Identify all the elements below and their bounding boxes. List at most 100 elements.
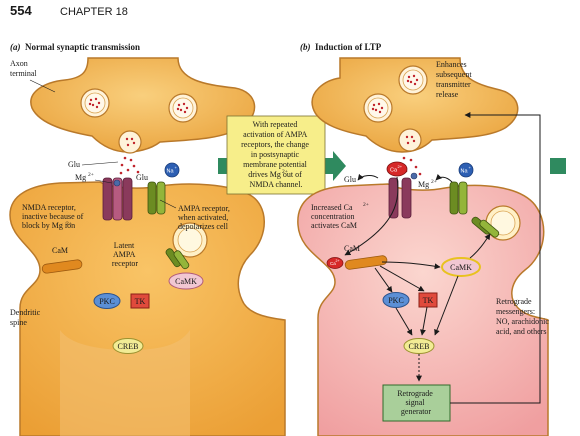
vesicle-a3 — [118, 130, 142, 154]
camk-a — [168, 272, 204, 290]
nmda-description: NMDA receptor, inactive because of block… — [22, 203, 85, 230]
ampa-pointer — [159, 199, 177, 209]
creb-a — [112, 338, 144, 354]
arrow-camk-to-creb — [434, 275, 459, 336]
mg-pointer-a — [94, 179, 113, 184]
ampa-description: AMPA receptor, when activated, depolariz… — [178, 204, 232, 231]
enhances-label: Enhances subsequent transmitter release — [436, 60, 474, 99]
camk-label-b: CaMK — [450, 263, 472, 272]
axon-terminal-b — [311, 57, 519, 153]
panel-a-letter: (a) — [10, 42, 21, 52]
pkc-label-b: PKC — [388, 296, 404, 305]
panel-b-title: Induction of LTP — [315, 42, 382, 52]
nmda-receptor-b — [388, 177, 412, 219]
tk-label-b: TK — [423, 296, 434, 305]
na-ion-label-a: Na — [167, 169, 175, 175]
mg-label-b: Mg — [418, 180, 429, 189]
glu-label-a: Glu — [68, 160, 80, 169]
nmda-mg-charge: 2+ — [66, 221, 72, 227]
pkc-b — [382, 292, 410, 308]
glu-pointer-a — [81, 161, 119, 166]
arrow-tk-to-creb — [419, 306, 428, 336]
transition-arrow-mid — [323, 151, 346, 181]
ca-on-cam: Ca 2+ — [326, 257, 344, 269]
transition-arrow-right — [550, 158, 566, 174]
cam-molecule-b — [344, 255, 388, 270]
arrow-glu-binding-b — [357, 173, 379, 181]
ca-on-cam-charge: 2+ — [336, 259, 340, 263]
callout-mg-charge: 2+ — [282, 169, 288, 175]
callout-text: With repeated activation of AMPA recepto… — [241, 120, 311, 189]
cam-label-b: CaM — [344, 244, 360, 253]
ampa-vesicle-b — [471, 205, 521, 241]
latent-ampa-vesicle — [165, 222, 208, 270]
ampa-receptor-a — [147, 181, 166, 215]
chapter-title: CHAPTER 18 — [60, 6, 128, 18]
arrow-cam-to-tk — [379, 265, 425, 292]
page-number: 554 — [10, 3, 32, 18]
creb-label-a: CREB — [118, 342, 139, 351]
glu-right-label-a: Glu — [136, 173, 148, 182]
camk-b — [441, 257, 481, 277]
mg-charge-b: 2+ — [431, 179, 437, 185]
mg-block-ion — [113, 179, 121, 187]
vesicle-a1 — [80, 88, 110, 118]
retrograde-generator-label: Retrograde signal generator — [397, 389, 435, 416]
glu-label-b: Glu — [344, 175, 356, 184]
vesicle-b1 — [398, 65, 428, 95]
tk-a — [130, 293, 150, 309]
ca-ion-charge-b: 2+ — [398, 164, 403, 169]
pkc-label-a: PKC — [99, 297, 115, 306]
creb-label-b: CREB — [409, 342, 430, 351]
arrow-retrograde-loop — [450, 112, 541, 404]
ca-ion-b: Ca 2+ — [386, 161, 408, 177]
spine-neck-a — [60, 330, 190, 436]
panel-a-title: Normal synaptic transmission — [25, 42, 140, 52]
arrow-glu-to-ampa-b — [435, 174, 453, 183]
tk-b — [418, 292, 438, 308]
arrow-cam-to-camk — [381, 261, 441, 270]
vesicle-a2 — [168, 93, 198, 123]
ca-on-cam-label: Ca — [330, 261, 336, 266]
retrograde-generator-box: Retrograde signal generator — [382, 384, 451, 422]
mg-ion-b — [410, 172, 418, 180]
vesicle-b2 — [363, 93, 393, 123]
mg-label-a: Mg — [75, 173, 86, 182]
creb-b — [403, 338, 435, 354]
increased-ca-charge: 2+ — [363, 202, 369, 208]
ca-ion-label-b: Ca — [390, 168, 398, 174]
vesicle-b3 — [398, 128, 422, 152]
na-ion-charge-b: + — [469, 165, 472, 170]
latent-ampa-label: Latent AMPA receptor — [112, 241, 139, 268]
cam-label-a: CaM — [52, 246, 68, 255]
arrow-ca-to-cam — [344, 176, 399, 256]
ampa-receptor-b — [449, 181, 468, 215]
panel-b: Ca 2+ Na + Ca 2+ — [297, 57, 551, 436]
axon-terminal-a — [30, 57, 256, 153]
arrow-cam-to-pkc — [374, 267, 393, 293]
arrow-pkc-to-creb — [395, 307, 413, 336]
na-ion-charge-a: + — [175, 165, 178, 170]
retrograde-messengers-label: Retrograde messengers: NO, arachidonic a… — [496, 297, 551, 336]
tk-label-a: TK — [135, 297, 146, 306]
arrow-camk-to-ampa — [469, 233, 491, 259]
panel-b-letter: (b) — [300, 42, 311, 52]
mg-charge-a: 2+ — [88, 172, 94, 178]
callout-box: With repeated activation of AMPA recepto… — [226, 115, 326, 195]
axon-terminal-pointer — [29, 79, 56, 93]
axon-terminal-label: Axon terminal — [10, 59, 37, 78]
panel-a: Na + Axon terminal — [9, 57, 286, 436]
glutamate-release-a — [119, 156, 140, 175]
increased-ca-label: Increased Ca concentration activates CaM — [311, 203, 357, 230]
camk-label-a: CaMK — [175, 277, 197, 286]
na-ion-a: Na + — [164, 162, 180, 178]
nmda-receptor-a — [102, 177, 133, 221]
pkc-a — [93, 293, 121, 309]
na-ion-label-b: Na — [461, 169, 469, 175]
dendritic-spine-b — [297, 183, 549, 436]
pathway-arrows-b — [344, 112, 541, 404]
cam-molecule-a — [41, 259, 83, 274]
dendritic-spine-label: Dendritic spine — [10, 308, 42, 327]
na-ion-b: Na + — [458, 162, 474, 178]
